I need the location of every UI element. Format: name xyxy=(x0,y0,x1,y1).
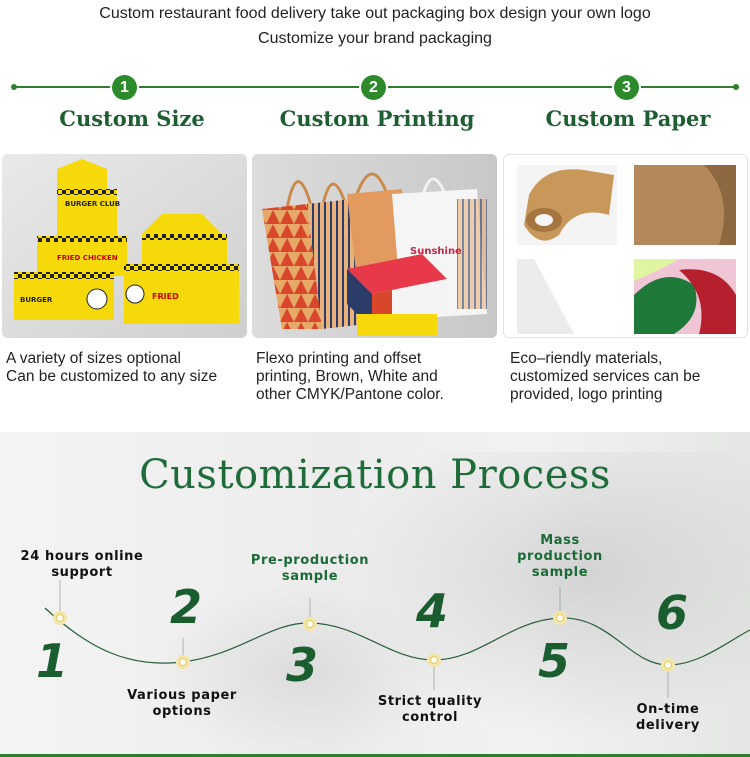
sunshine-print: Sunshine xyxy=(410,246,462,257)
printed-bags-illustration: Sunshine xyxy=(252,154,497,338)
feature-title-printing: Custom Printing xyxy=(279,106,475,131)
step-number-2: 2 xyxy=(170,580,203,634)
feature-desc-printing: Flexo printing and offset printing, Brow… xyxy=(256,350,444,404)
fried-chicken-print: FRIED CHICKEN xyxy=(57,254,118,262)
wave-node-2 xyxy=(176,655,190,669)
step-label-1: 24 hours online support xyxy=(20,549,144,580)
feature-desc-paper: Eco–riendly materials, customized servic… xyxy=(510,350,700,404)
process-title: Customization Process xyxy=(139,452,611,498)
svg-text:FRIED: FRIED xyxy=(152,292,179,301)
step-number-1: 1 xyxy=(36,634,69,688)
photo-paper-materials xyxy=(503,154,748,338)
feature-number-badge-1: 1 xyxy=(112,75,137,100)
step-label-4: Strict quality control xyxy=(377,694,483,725)
svg-text:BURGER: BURGER xyxy=(20,296,53,304)
desc-line: Eco–riendly materials, xyxy=(510,350,663,367)
step-number-6: 6 xyxy=(656,586,689,640)
step-number-5: 5 xyxy=(538,634,571,688)
desc-line: A variety of sizes optional xyxy=(6,350,181,367)
photo-printed-bags: Sunshine xyxy=(252,154,497,338)
step-number-3: 3 xyxy=(286,638,319,692)
header-headline: Custom restaurant food delivery take out… xyxy=(99,5,651,22)
wave-node-1 xyxy=(53,611,67,625)
desc-line: other CMYK/Pantone color. xyxy=(256,386,444,403)
feature-number-badge-3: 3 xyxy=(614,75,639,100)
paper-materials-illustration xyxy=(504,155,747,337)
step-label-3: Pre-production sample xyxy=(250,553,370,584)
desc-line: Flexo printing and offset xyxy=(256,350,422,367)
feature-desc-size: A variety of sizes optional Can be custo… xyxy=(6,350,217,386)
step-label-6: On-time delivery xyxy=(635,702,700,733)
feature-number-badge-2: 2 xyxy=(361,75,386,100)
wave-node-5 xyxy=(553,611,567,625)
desc-line: customized services can be xyxy=(510,368,701,385)
feature-title-paper: Custom Paper xyxy=(545,106,711,131)
desc-line: provided, logo printing xyxy=(510,386,663,403)
step-label-5: Mass production sample xyxy=(517,533,603,580)
bottom-accent-bar xyxy=(0,754,750,757)
desc-line: printing, Brown, White and xyxy=(256,368,438,385)
step-number-4: 4 xyxy=(416,584,449,638)
timeline-dot-right xyxy=(733,84,739,90)
wave-node-4 xyxy=(427,653,441,667)
step-label-2: Various paper options xyxy=(127,688,237,719)
timeline-dot-left xyxy=(11,84,17,90)
burger-club-print: BURGER CLUB xyxy=(65,200,120,208)
photo-yellow-boxes: BURGER CLUB FRIED CHICKEN BURGER FRIED xyxy=(2,154,247,338)
process-section xyxy=(0,432,750,757)
header-subheadline: Customize your brand packaging xyxy=(258,30,492,47)
wave-node-3 xyxy=(303,617,317,631)
wave-node-6 xyxy=(661,658,675,672)
feature-title-size: Custom Size xyxy=(59,106,205,131)
desc-line: Can be customized to any size xyxy=(6,368,218,385)
yellow-boxes-illustration: BURGER CLUB FRIED CHICKEN BURGER FRIED xyxy=(2,154,247,338)
